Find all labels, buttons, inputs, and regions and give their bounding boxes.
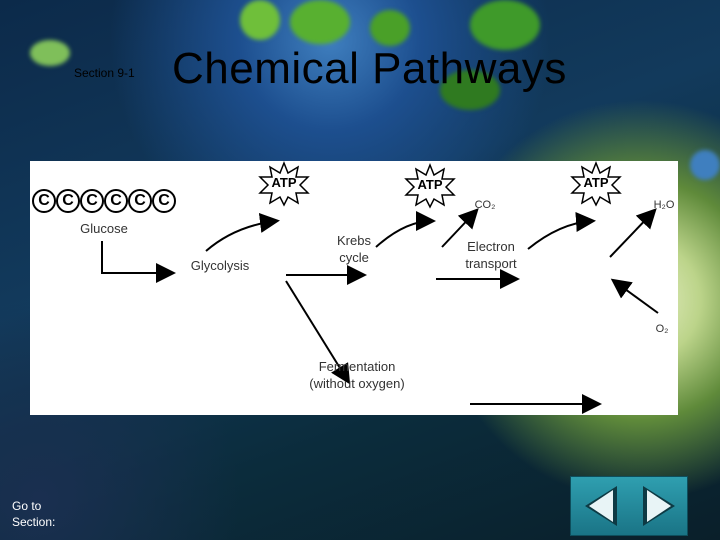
fermentation-label: Fermentation (without oxygen) [309, 359, 405, 391]
background-blob [240, 0, 280, 40]
atp-badge: ATP [258, 161, 310, 205]
background-blob [690, 150, 720, 180]
atp-starburst [404, 162, 456, 209]
arrow-to-h2o [609, 208, 657, 258]
carbon-atom: C [152, 189, 176, 213]
background-blob [370, 10, 410, 46]
carbon-atom: C [80, 189, 104, 213]
glucose-label: Glucose [80, 221, 128, 236]
arrow-to-co2 [441, 208, 479, 248]
navigation-panel [570, 476, 688, 536]
h2o-label: H₂O [653, 199, 675, 211]
glycolysis-label: Glycolysis [190, 258, 250, 273]
atp-starburst [258, 161, 310, 207]
electron-transport-label: Electron transport [465, 239, 517, 271]
pathway-arrows [101, 161, 659, 414]
arrow-to-fermentation [285, 280, 351, 385]
carbon-atom: C [32, 189, 56, 213]
carbon-atom: C [56, 189, 80, 213]
pathway-diagram: ATP ATP ATP C C C C C C Glucose Glycolys… [30, 161, 678, 415]
section-label: Section 9-1 [74, 66, 135, 80]
atp-label: ATP [271, 175, 297, 190]
atp-starburst [570, 161, 622, 207]
next-button[interactable] [631, 482, 683, 530]
previous-button[interactable] [577, 482, 629, 530]
arrow-krebs-atp [375, 211, 436, 248]
carbon-atom: C [128, 189, 152, 213]
alcohol-lactic-acid-label: Alcohol or lactic acid [559, 352, 617, 384]
carbon-atom: C [104, 189, 128, 213]
background-blob [30, 40, 70, 66]
arrow-left-icon [585, 486, 617, 526]
co2-label: CO₂ [474, 199, 496, 211]
background-blob [440, 70, 500, 110]
krebs-cycle-label: Krebs cycle [337, 233, 371, 265]
arrow-right-icon [643, 486, 675, 526]
arrow-from-o2 [610, 278, 659, 314]
page-title: Chemical Pathways [172, 44, 567, 93]
arrow-glucose-to-glycolysis [101, 241, 176, 283]
atp-label: ATP [417, 177, 443, 192]
atp-label: ATP [583, 175, 609, 190]
go-to-section-label: Go to Section: [12, 499, 56, 529]
atp-badge: ATP [404, 163, 456, 207]
background-blob [290, 0, 350, 44]
o2-label: O₂ [655, 323, 669, 335]
arrow-etc-atp [527, 212, 596, 250]
atp-badge: ATP [570, 161, 622, 205]
background-blob [470, 0, 540, 50]
arrow-glycolysis-atp [205, 213, 280, 252]
